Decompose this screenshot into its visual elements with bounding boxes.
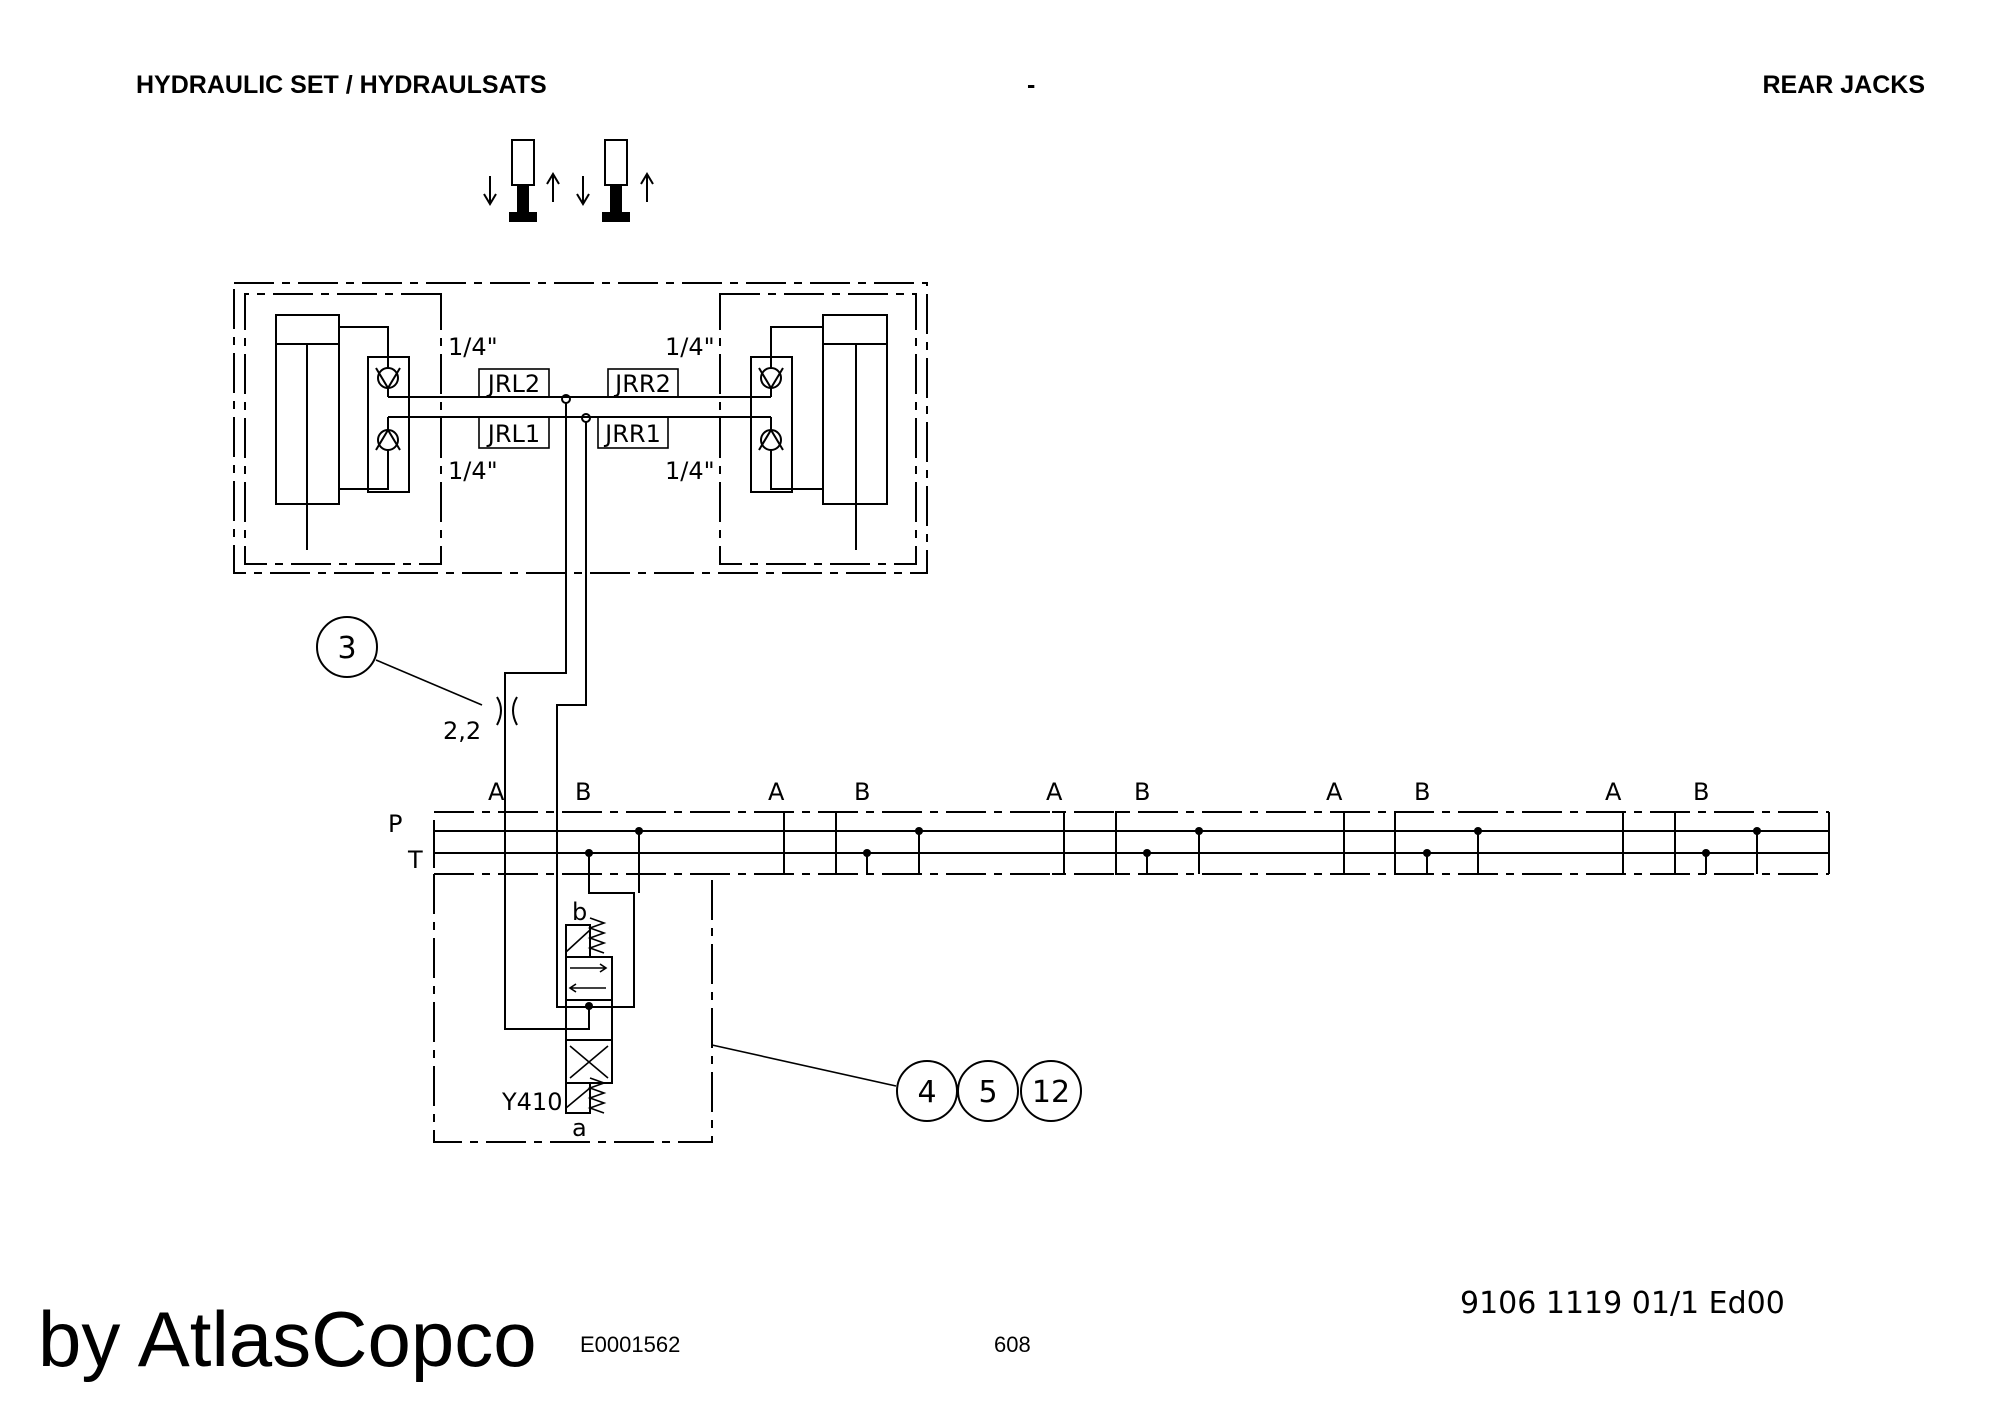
hose-labels: JRL2 JRR2 JRL1 JRR1 1/4" 1/4" 1/4" 1/4" <box>448 333 715 485</box>
label-jrl2: JRL2 <box>486 370 540 398</box>
orifice-size: 2,2 <box>443 717 481 745</box>
manifold-section <box>1332 811 1482 875</box>
callout-5: 5 <box>978 1075 997 1110</box>
size-label: 1/4" <box>665 457 715 485</box>
directional-valve-y410: b a Y410 <box>501 898 613 1142</box>
valve-manifold: P T <box>388 810 1830 893</box>
label-jrr1: JRR1 <box>603 420 661 448</box>
junction-dot <box>1143 849 1151 857</box>
manifold-section <box>1052 811 1203 875</box>
header-left-title: HYDRAULIC SET / HYDRAULSATS <box>136 71 547 99</box>
port-a-label: A <box>768 778 785 806</box>
port-a-label: A <box>488 778 505 806</box>
callout-12: 12 <box>1032 1075 1070 1110</box>
pipe-b <box>556 422 635 1008</box>
drawing-id: E0001562 <box>580 1332 680 1357</box>
port-a-label: A <box>1605 778 1622 806</box>
junction-dot <box>1423 849 1431 857</box>
port-a-label: A <box>1046 778 1063 806</box>
port-b-label: B <box>575 778 591 806</box>
port-b-label: B <box>1134 778 1150 806</box>
manifold-section <box>772 811 923 875</box>
junction-dot <box>863 849 871 857</box>
junction-dot <box>1702 849 1710 857</box>
port-p-label: P <box>388 810 402 838</box>
port-b-label: B <box>1414 778 1430 806</box>
port-a-label: A <box>1326 778 1343 806</box>
header-right-title: REAR JACKS <box>1762 71 1925 99</box>
port-t-label: T <box>407 846 423 874</box>
pipe-a <box>504 403 590 1030</box>
junction-dot <box>915 827 923 835</box>
port-b-label: B <box>854 778 870 806</box>
size-label: 1/4" <box>448 457 498 485</box>
label-jrl1: JRL1 <box>486 420 540 448</box>
solenoid-a-label: a <box>572 1114 587 1142</box>
callout-4: 4 <box>917 1075 936 1110</box>
header-center: - <box>1027 71 1035 99</box>
watermark: by AtlasCopco <box>38 1295 537 1383</box>
manifold-section <box>1611 811 1761 875</box>
jack-direction-icon <box>483 139 654 222</box>
solenoid-b-label: b <box>572 898 587 926</box>
callout-3: 3 <box>337 631 356 666</box>
jack-hose-lines <box>388 396 771 418</box>
valve-boundary <box>433 874 713 1143</box>
junction-dot <box>1195 827 1203 835</box>
junction-dot <box>1753 827 1761 835</box>
size-label: 1/4" <box>665 333 715 361</box>
junction-dot <box>1474 827 1482 835</box>
doc-number: 9106 1119 01/1 Ed00 <box>1460 1286 1785 1321</box>
left-jack-boundary <box>244 293 442 565</box>
rear-jacks-assembly-boundary <box>233 282 928 574</box>
size-label: 1/4" <box>448 333 498 361</box>
left-jack-cylinder <box>275 314 410 550</box>
solenoid-name: Y410 <box>501 1088 562 1116</box>
orifice-icon <box>496 696 518 726</box>
right-jack-cylinder <box>750 314 888 550</box>
right-jack-boundary <box>719 293 917 565</box>
label-jrr2: JRR2 <box>613 370 671 398</box>
port-b-label: B <box>1693 778 1709 806</box>
page-number: 608 <box>994 1332 1031 1357</box>
